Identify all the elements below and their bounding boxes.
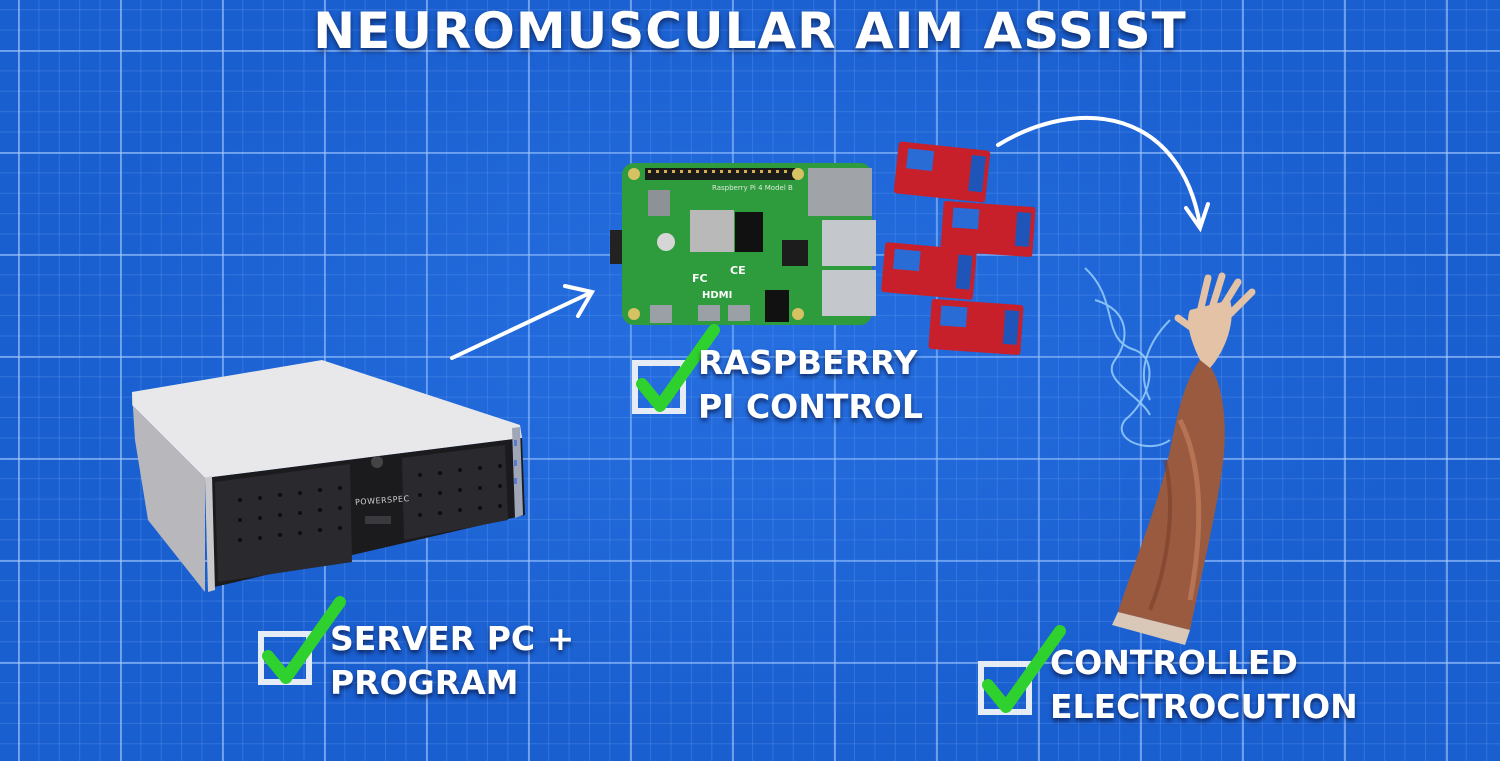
relay-module — [893, 141, 991, 203]
checkmark-icon — [632, 324, 720, 414]
relay-module — [928, 299, 1024, 355]
relay-module — [881, 242, 977, 300]
checkmark-icon — [978, 625, 1066, 715]
pi-board-model: Raspberry Pi 4 Model B — [712, 184, 793, 192]
server-label: SERVER PC + PROGRAM — [330, 619, 575, 702]
pi-hdmi-mark: HDMI — [702, 290, 733, 301]
checkmark-icon — [258, 596, 346, 685]
pi-label: RASPBERRY PI CONTROL — [698, 343, 923, 426]
arm-label: CONTROLLED ELECTROCUTION — [1050, 643, 1358, 726]
arrow-server-to-pi — [450, 284, 596, 360]
arm-muscle — [1112, 272, 1256, 645]
arrow-relays-to-arm — [996, 115, 1210, 233]
page-title: NEUROMUSCULAR AIM ASSIST — [313, 2, 1187, 60]
relay-module — [940, 201, 1036, 257]
nerve-lines — [1084, 267, 1171, 448]
pi-ce-mark: CE — [730, 264, 746, 277]
pi-fc-mark: FC — [692, 272, 708, 285]
